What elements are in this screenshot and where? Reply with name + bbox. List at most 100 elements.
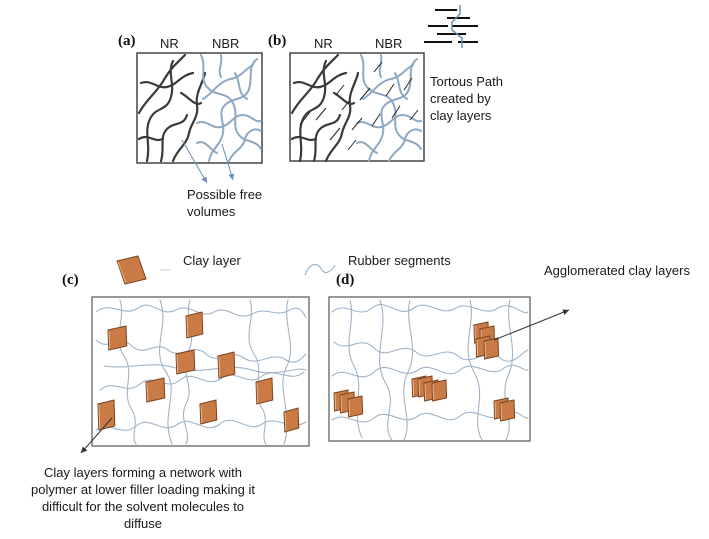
clay-tile [347, 395, 364, 418]
nbr-chain [388, 128, 422, 162]
nbr-label-a: NBR [212, 36, 240, 51]
clay-highlight [334, 393, 337, 411]
rubber-segment [467, 299, 483, 441]
nr-chain [139, 71, 195, 89]
nr-chain [171, 71, 207, 163]
rubber-segment [331, 364, 529, 378]
nr-label-a: NR [160, 36, 179, 51]
nr-chain [290, 53, 340, 115]
nbr-chains-b [356, 54, 422, 162]
free-volumes-label: Possible free volumes [187, 187, 263, 219]
clay-dash [409, 109, 419, 121]
rubber-segment [95, 339, 307, 363]
nr-chain [137, 53, 187, 115]
clay-highlight [98, 404, 101, 430]
panel-label-b: (b) [268, 33, 287, 49]
legend-rubber-icon [304, 264, 336, 276]
nr-chain [292, 71, 348, 89]
clay-dash [391, 105, 401, 119]
rubber-segment [378, 299, 393, 441]
clay-dash [341, 99, 351, 111]
clay-tile [175, 349, 196, 375]
nr-chains-b [290, 53, 360, 163]
nr-chains-a [137, 53, 207, 163]
clay-dash [385, 83, 395, 97]
clay-highlight [176, 354, 179, 374]
nr-chain [290, 135, 318, 142]
nr-chain [332, 91, 356, 105]
nbr-chain [394, 72, 408, 100]
clay-dash [315, 107, 327, 121]
legend-rubber-label: Rubber segments [348, 253, 451, 268]
nr-label-b: NR [314, 36, 333, 51]
clay-dash [329, 127, 341, 141]
clay-highlight [218, 356, 221, 378]
nbr-chain [208, 58, 258, 162]
nbr-chain [202, 64, 254, 100]
clay-tile [185, 311, 204, 339]
clay-dash [373, 61, 383, 73]
legend-clay-icon [116, 255, 170, 285]
clay-highlight [256, 382, 259, 404]
network-arrow [80, 417, 113, 454]
clay-highlight [500, 403, 503, 421]
panel-label-a: (a) [118, 33, 136, 49]
nr-chain [324, 71, 360, 163]
nbr-chain [218, 54, 223, 78]
clay-highlight [476, 339, 479, 357]
clay-dash [403, 77, 413, 91]
clay-tile [283, 407, 300, 433]
panel-d-box [328, 296, 531, 442]
clay-highlight [494, 401, 497, 419]
clay-highlight [348, 399, 351, 417]
nr-chain [159, 113, 189, 163]
clay-highlight [412, 379, 415, 397]
clay-highlight [340, 395, 343, 413]
panel-label-c: (c) [62, 272, 79, 288]
rubber-segment [99, 371, 305, 391]
clay-tile [255, 377, 274, 405]
nr-chain [137, 135, 165, 142]
nbr-chain [196, 141, 218, 154]
rubber-segment [158, 299, 173, 445]
nr-chain [312, 113, 342, 163]
clay-dash [359, 87, 371, 101]
nbr-label-b: NBR [375, 36, 403, 51]
nbr-chain [362, 64, 414, 100]
clay-tile [483, 337, 500, 360]
clay-dash [335, 84, 345, 96]
nbr-chain [356, 141, 378, 154]
clay-highlight [146, 382, 149, 402]
rubber-segment [103, 364, 307, 374]
nbr-chain [368, 58, 418, 162]
nbr-chain [234, 72, 248, 100]
clay-tile [97, 399, 116, 431]
clay-tile [431, 379, 448, 402]
panel-a-box [136, 52, 263, 164]
clay-highlight [200, 404, 203, 424]
rubber-segment [333, 341, 529, 362]
clay-dash [351, 117, 363, 131]
clay-highlight [424, 383, 427, 401]
clay-dashes-b [299, 61, 419, 151]
rubber-segment [504, 299, 514, 441]
nbr-chain [228, 128, 262, 162]
rubber-segment [403, 299, 414, 441]
tortous-path-label: Tortous Path created by clay layers [430, 74, 503, 123]
agglomerated-arrow [493, 309, 570, 341]
panel-c-box [91, 296, 310, 447]
clay-highlight [484, 341, 487, 359]
clay-tile [145, 377, 166, 403]
clay-highlight [108, 330, 111, 350]
nbr-chain [378, 54, 383, 78]
clay-highlight [284, 412, 287, 432]
clay-highlight [418, 379, 421, 397]
panel-b-box [289, 52, 425, 163]
clay-dash [347, 139, 357, 151]
clay-tile [499, 399, 516, 422]
clay-dash [371, 113, 381, 127]
nr-chain [179, 91, 203, 105]
nbr-chain [196, 113, 262, 129]
free-volume-arrows [181, 139, 235, 184]
